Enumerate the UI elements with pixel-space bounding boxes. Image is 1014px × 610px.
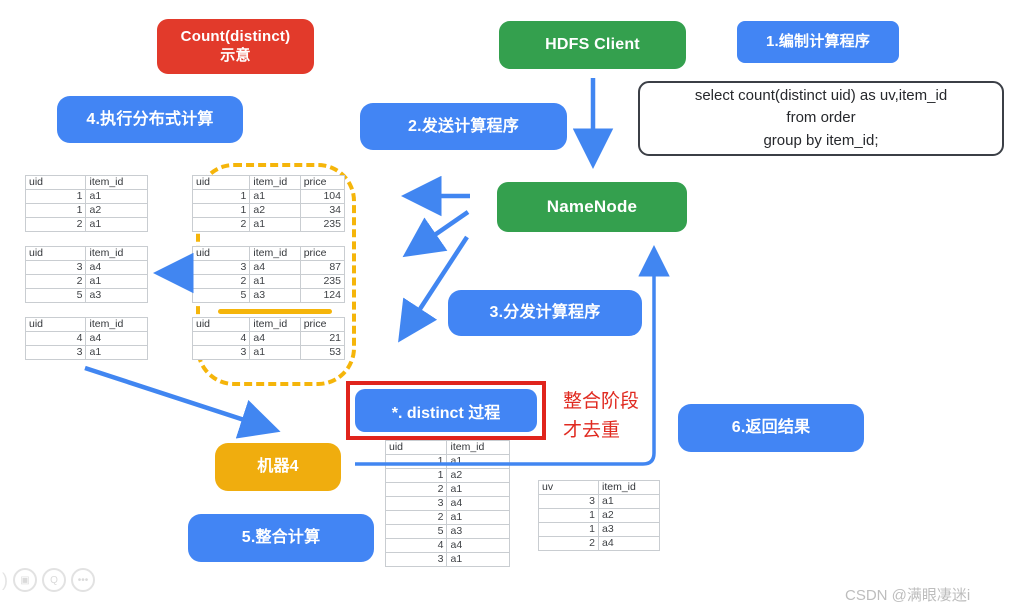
zoom-icon: Q xyxy=(42,568,66,592)
step5-node: 5.整合计算 xyxy=(188,514,374,562)
viewer-watermark-icons: ) ▣ Q ••• xyxy=(2,568,95,592)
csdn-watermark: CSDN @满眼凄迷i xyxy=(845,587,971,604)
more-icon: ••• xyxy=(71,568,95,592)
fullscreen-icon: ▣ xyxy=(13,568,37,592)
annotation-line2: 才去重 xyxy=(563,420,621,442)
step6-node: 6.返回结果 xyxy=(678,404,864,452)
count-distinct-badge: Count(distinct) 示意 xyxy=(157,19,314,74)
annotation-line1: 整合阶段 xyxy=(563,391,640,412)
badge-line2: 示意 xyxy=(220,46,251,64)
machine4-node: 机器4 xyxy=(215,443,341,491)
arc-icon: ) xyxy=(2,569,8,590)
sql-line3: group by item_id; xyxy=(763,131,879,149)
step4-node: 4.执行分布式计算 xyxy=(57,96,243,143)
namenode-node: NameNode xyxy=(497,182,687,232)
badge-line1: Count(distinct) xyxy=(180,27,291,45)
dedup-annotation: 整合阶段 才去重 xyxy=(563,387,663,446)
step1-node: 1.编制计算程序 xyxy=(737,21,899,63)
hdfs-client-node: HDFS Client xyxy=(499,21,686,69)
sql-line1: select count(distinct uid) as uv,item_id xyxy=(694,86,948,104)
sql-query-box: select count(distinct uid) as uv,item_id… xyxy=(638,81,1004,156)
step2-node: 2.发送计算程序 xyxy=(360,103,567,150)
orange-separator-bar xyxy=(218,309,332,314)
step3-node: 3.分发计算程序 xyxy=(448,290,642,336)
arrow-namenode-to-partition2 xyxy=(402,210,470,258)
sql-line2: from order xyxy=(786,109,856,127)
distinct-step-node: *. distinct 过程 xyxy=(355,389,537,432)
distinct-highlight-frame: *. distinct 过程 xyxy=(346,381,546,440)
